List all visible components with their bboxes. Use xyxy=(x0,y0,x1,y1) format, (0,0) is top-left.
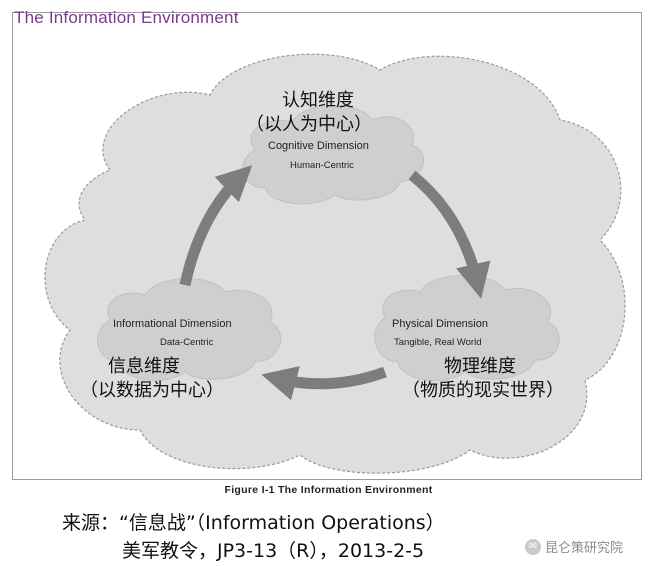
informational-zh-subtitle: （以数据为中心） xyxy=(80,380,224,401)
physical-zh-subtitle: （物质的现实世界） xyxy=(402,380,564,401)
source-line-2: 美军教令，JP3-13（R），2013-2-5 xyxy=(122,540,425,562)
wechat-icon: ✉ xyxy=(525,538,541,555)
cognitive-en-subtitle: Human-Centric xyxy=(290,160,354,171)
informational-en-title: Informational Dimension xyxy=(113,318,232,330)
frame-title: The Information Environment xyxy=(14,8,239,27)
arrow-physical-to-informational xyxy=(261,366,387,401)
cognitive-en-title: Cognitive Dimension xyxy=(268,140,369,152)
cognitive-zh-subtitle: （以人为中心） xyxy=(246,114,372,135)
watermark: ✉ 昆仑策研究院 xyxy=(525,537,623,556)
physical-zh-title: 物理维度 xyxy=(444,356,516,377)
informational-en-subtitle: Data-Centric xyxy=(160,337,214,348)
figure-caption: Figure I-1 The Information Environment xyxy=(224,484,433,496)
watermark-text: 昆仑策研究院 xyxy=(545,541,624,556)
informational-cloud xyxy=(97,278,281,381)
cycle-arrows xyxy=(179,165,491,401)
physical-cloud xyxy=(374,274,560,381)
source-line-1: 来源：“信息战”（Information Operations） xyxy=(62,512,445,534)
physical-en-title: Physical Dimension xyxy=(392,318,488,330)
cognitive-cloud xyxy=(242,104,424,205)
arrow-informational-to-cognitive xyxy=(179,165,253,287)
arrow-cognitive-to-physical xyxy=(408,170,491,299)
cognitive-zh-title: 认知维度 xyxy=(282,90,354,111)
informational-zh-title: 信息维度 xyxy=(108,356,180,377)
physical-en-subtitle: Tangible, Real World xyxy=(394,337,482,348)
